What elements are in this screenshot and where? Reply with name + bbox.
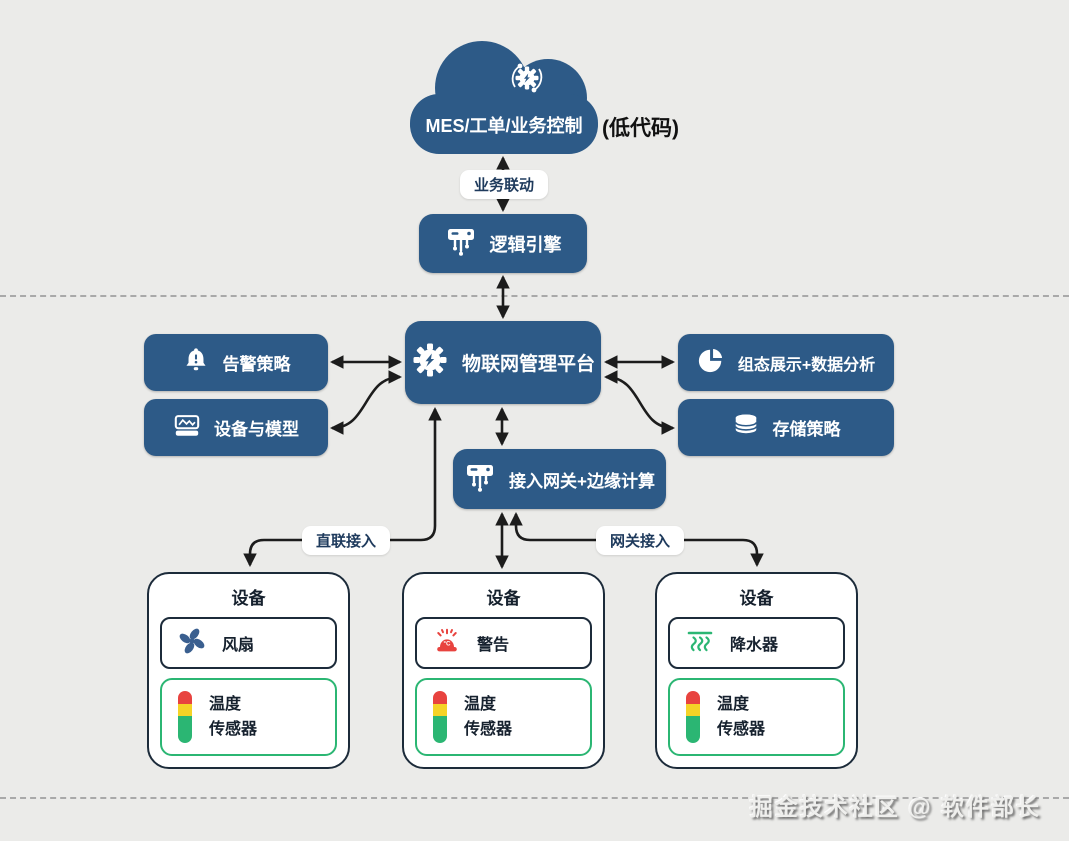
screen-wave-icon	[173, 411, 201, 444]
connector-platform-storage	[603, 370, 676, 435]
bell-icon	[182, 346, 210, 379]
svg-text:°C: °C	[444, 640, 451, 647]
node-access-gateway-label: 接入网关+边缘计算	[509, 471, 655, 491]
gear-burst-icon	[411, 341, 449, 385]
node-device-model-label: 设备与模型	[214, 420, 299, 439]
sensor-label: 温度 传感器	[717, 696, 766, 738]
actuator-box-alarm[interactable]: °C 警告	[415, 617, 592, 669]
divider-dashed-bottom	[0, 797, 1069, 799]
node-storage-policy-label: 存储策略	[772, 420, 841, 439]
node-storage-policy[interactable]: 存储策略	[678, 399, 894, 456]
node-logic-engine[interactable]: 逻辑引擎	[419, 214, 587, 273]
actuator-box-sprinkler[interactable]: 降水器	[668, 617, 845, 669]
sensor-label: 温度 传感器	[209, 696, 258, 738]
node-alert-policy-label: 告警策略	[222, 355, 291, 374]
temperature-level-icon	[433, 691, 447, 743]
node-iot-platform[interactable]: 物联网管理平台	[405, 321, 601, 404]
temperature-level-icon	[178, 691, 192, 743]
node-scada-analysis-label: 组态展示+数据分析	[737, 356, 876, 374]
device-title: 设备	[739, 589, 774, 608]
actuator-label: 降水器	[730, 637, 779, 654]
cloud-mes: MES/工单/业务控制	[408, 36, 600, 154]
device-card-sprinkler[interactable]: 设备 降水器 温度 传感器	[655, 572, 858, 769]
sensor-label: 温度 传感器	[464, 696, 513, 738]
sensor-box-temperature[interactable]: 温度 传感器	[668, 678, 845, 756]
actuator-label: 警告	[477, 637, 510, 654]
node-alert-policy[interactable]: 告警策略	[144, 334, 328, 391]
node-scada-analysis[interactable]: 组态展示+数据分析	[678, 334, 894, 391]
node-iot-platform-label: 物联网管理平台	[461, 354, 595, 375]
device-title: 设备	[231, 589, 266, 608]
sprinkler-icon	[685, 626, 715, 661]
actuator-box-fan[interactable]: 风扇	[160, 617, 337, 669]
node-device-model[interactable]: 设备与模型	[144, 399, 328, 456]
hub-wires-icon	[464, 460, 496, 499]
fan-icon	[177, 626, 207, 661]
device-title: 设备	[486, 589, 521, 608]
divider-dashed-top	[0, 295, 1069, 297]
cloud-label: MES/工单/业务控制	[425, 116, 583, 136]
connector-model-platform	[329, 370, 403, 435]
label-business-link: 业务联动	[460, 170, 549, 199]
device-card-fan[interactable]: 设备 风扇 温度 传感器	[147, 572, 350, 769]
sensor-box-temperature[interactable]: 温度 传感器	[160, 678, 337, 756]
alarm-icon: °C	[432, 626, 462, 661]
temperature-level-icon	[686, 691, 700, 743]
pie-chart-icon	[697, 346, 725, 379]
actuator-label: 风扇	[222, 637, 255, 654]
node-logic-engine-label: 逻辑引擎	[489, 234, 562, 255]
database-icon	[732, 411, 760, 444]
label-direct-access: 直联接入	[302, 526, 391, 555]
watermark: 掘金技术社区 @ 软件部长	[749, 794, 1041, 820]
device-card-alarm[interactable]: 设备 °C 警告	[402, 572, 605, 769]
node-access-gateway[interactable]: 接入网关+边缘计算	[453, 449, 666, 509]
sensor-box-temperature[interactable]: 温度 传感器	[415, 678, 592, 756]
label-gateway-access: 网关接入	[596, 526, 685, 555]
lowcode-note: (低代码)	[602, 117, 679, 140]
hub-wires-icon	[445, 224, 477, 263]
